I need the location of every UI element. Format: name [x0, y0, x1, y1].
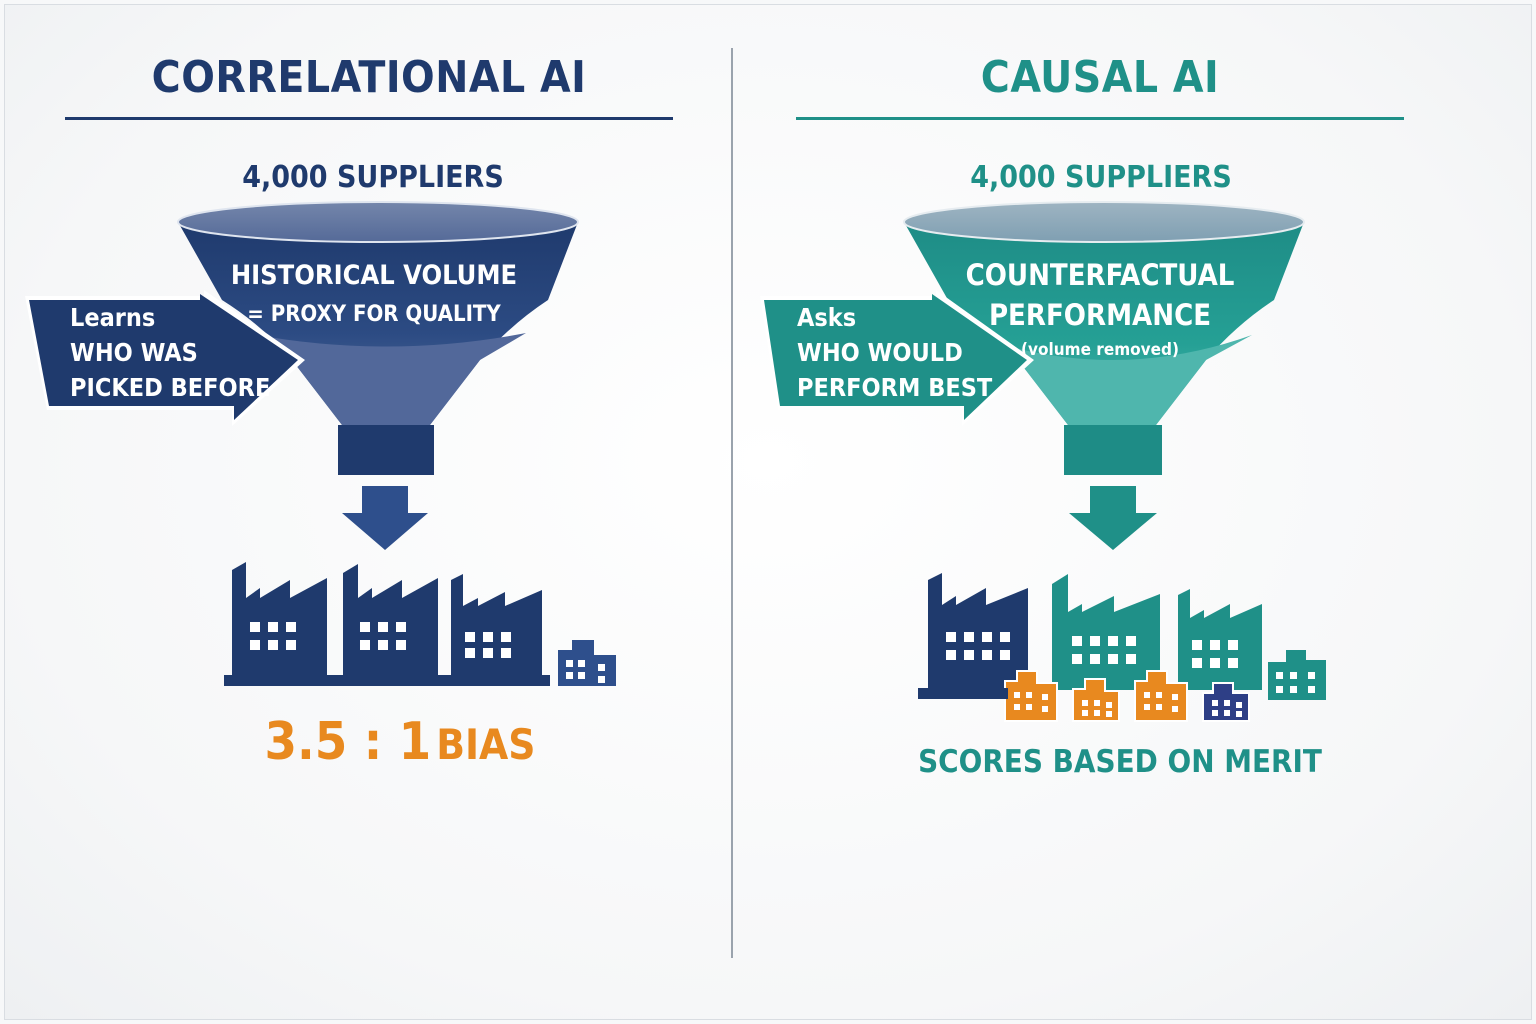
center-divider — [731, 48, 733, 958]
diagram-frame — [4, 4, 1532, 1020]
left-result: 3.5 : 1 BIAS — [240, 712, 560, 772]
left-factories — [224, 562, 616, 686]
left-funnel-line1: HISTORICAL VOLUME — [230, 260, 518, 291]
right-arrow-text-1: Asks — [797, 303, 857, 332]
right-title: CAUSAL AI — [980, 52, 1220, 103]
left-side-arrow — [25, 290, 305, 426]
funnel-icon — [903, 201, 1305, 475]
right-funnel-note: (volume removed) — [1021, 340, 1179, 360]
down-arrow-icon — [1069, 486, 1157, 550]
factory-icon — [1052, 574, 1160, 690]
factory-icon — [343, 564, 438, 675]
right-arrow-text-2: WHO WOULD — [797, 338, 963, 367]
right-supplier-count: 4,000 SUPPLIERS — [970, 160, 1232, 195]
right-title-rule — [796, 117, 1404, 120]
left-arrow-text-1: Learns — [70, 303, 156, 332]
left-arrow-text-2: WHO WAS — [70, 338, 198, 367]
left-funnel-line2: = PROXY FOR QUALITY — [247, 302, 501, 327]
right-funnel-line2: PERFORMANCE — [988, 298, 1212, 332]
right-result: SCORES BASED ON MERIT — [918, 744, 1322, 780]
down-arrow-icon — [342, 486, 428, 550]
funnel-icon — [177, 201, 579, 475]
factory-icon — [1178, 589, 1262, 690]
left-title-rule — [65, 117, 673, 120]
left-arrow-text-3: PICKED BEFORE — [70, 373, 271, 402]
small-building-icon — [1268, 650, 1326, 700]
right-arrow-text-3: PERFORM BEST — [797, 373, 993, 402]
factory-icon — [928, 573, 1028, 688]
left-title: CORRELATIONAL AI — [151, 52, 587, 103]
factory-icon — [232, 562, 327, 675]
right-side-arrow — [760, 290, 1034, 426]
bias-ratio: 3.5 : 1 — [264, 712, 432, 772]
orange-building-windows — [1014, 692, 1178, 717]
factory-icon — [451, 574, 542, 675]
left-supplier-count: 4,000 SUPPLIERS — [242, 160, 504, 195]
small-building-icon — [558, 640, 616, 686]
right-factories — [918, 573, 1326, 722]
bias-label: BIAS — [436, 720, 536, 769]
right-funnel-line1: COUNTERFACTUAL — [965, 258, 1235, 292]
